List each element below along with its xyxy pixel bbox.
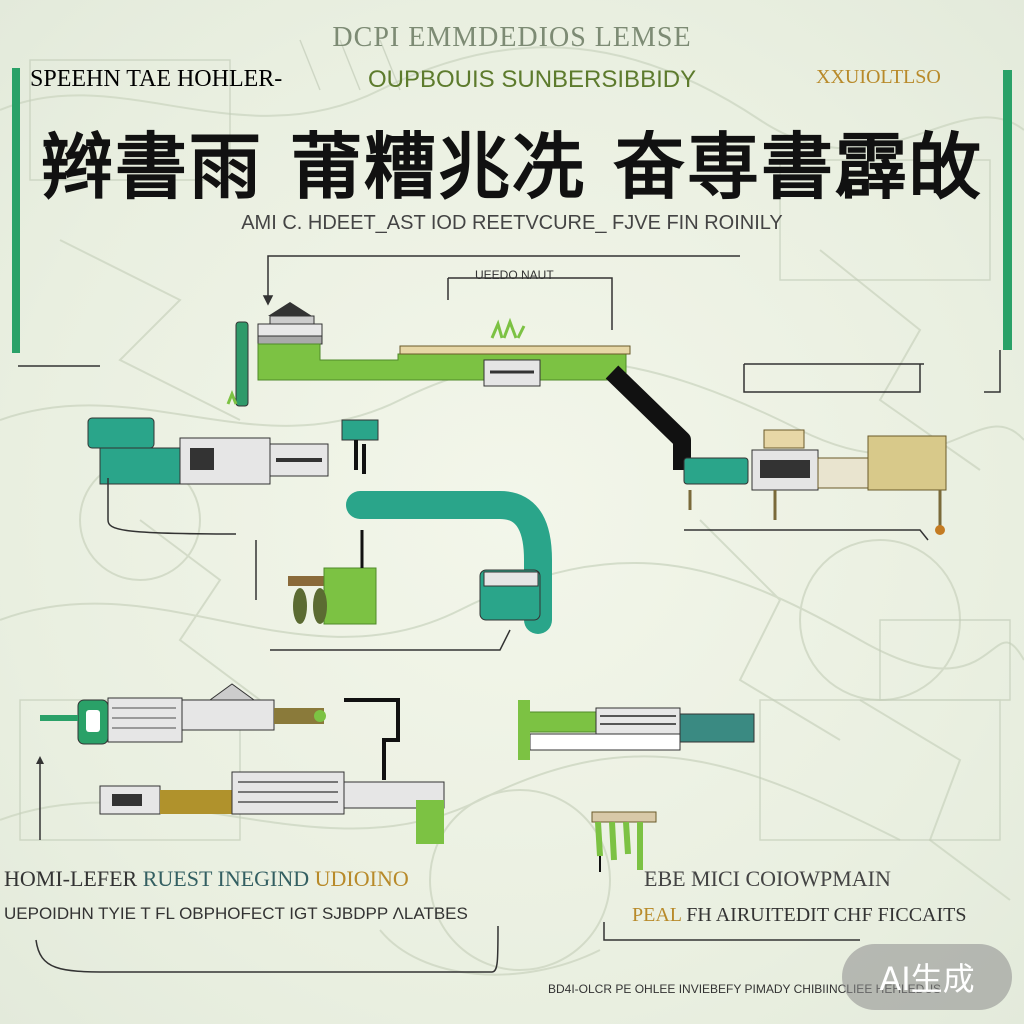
lower-right-machine [518,700,755,872]
header-sub-left: SPEEHN TAE HOHLER- [30,66,283,92]
header-sub-mid: OUPBOUIS SUNBERSIBBIDY [368,66,697,93]
lower-conveyor [36,756,445,844]
connector-right-bracket [743,350,1001,393]
caption: AMI C. HDEET_AST IOD REETVCURE_ FJVE FIN… [241,212,783,234]
bottom-left-line1: HOMI-LEFER RUEST INEGIND UDIOINO [4,866,409,892]
left-accent-bar [12,68,20,353]
bottom-brackets [35,922,860,973]
bottom-left-line1-b: RUEST INEGIND [142,866,310,891]
bottom-right-line2: PEAL FH AIRUITEDIT CHF FICCAITS [632,904,966,927]
bottom-left-line1-a: HOMI-LEFER [4,866,138,891]
top-machine [235,302,631,407]
ai-generated-badge: AI生成 [842,944,1012,1010]
mid-label: UEEDO NAUT [475,268,554,282]
bottom-right-line1: EBE MICI COIOWPMAIN [644,866,891,891]
header-top-line: DCPI EMMDEDIOS LEMSE [332,22,692,53]
bottom-left-line2: UEPOIDHN TYIE T FL OBPHOFECT IGT SJBDPP … [4,904,468,923]
right-machine [683,429,947,541]
bottom-right-line2-a: PEAL [632,904,682,926]
bottom-left-line1-c: UDIOINO [314,866,409,891]
center-machine [255,530,511,651]
right-accent-bar [1003,70,1012,350]
bottom-right-line2-b: FH AIRUITEDIT CHF FICCAITS [686,904,967,926]
header-sub-right: XXUIOLTLSO [816,66,941,88]
left-machine [87,389,329,535]
pipe-black [605,365,691,470]
connector-top-bracket [262,255,740,330]
lower-left-machine [40,683,400,780]
main-title: 辫書雨 莆糟兆冼 奋専書霹敀 [40,125,984,209]
pipe-teal [341,419,552,634]
